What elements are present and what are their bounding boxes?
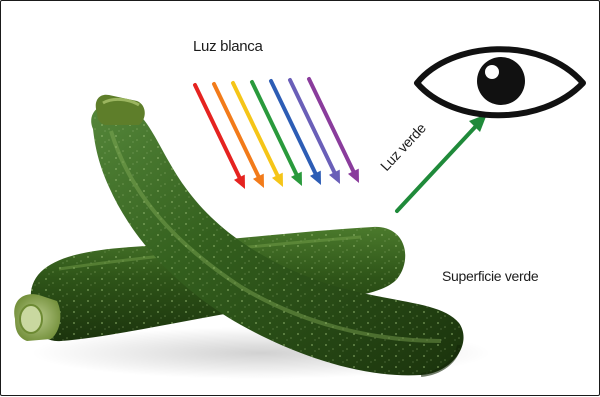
light-ray [271,81,315,173]
light-ray [214,84,258,176]
light-ray [309,79,353,171]
eye-icon [417,49,583,115]
light-ray [252,82,296,174]
light-ray [195,85,239,177]
white-light-label: Luz blanca [193,38,263,55]
light-ray [290,80,334,172]
green-surface-label: Superficie verde [442,268,538,284]
white-light-rays [195,79,359,189]
light-ray [233,83,277,175]
